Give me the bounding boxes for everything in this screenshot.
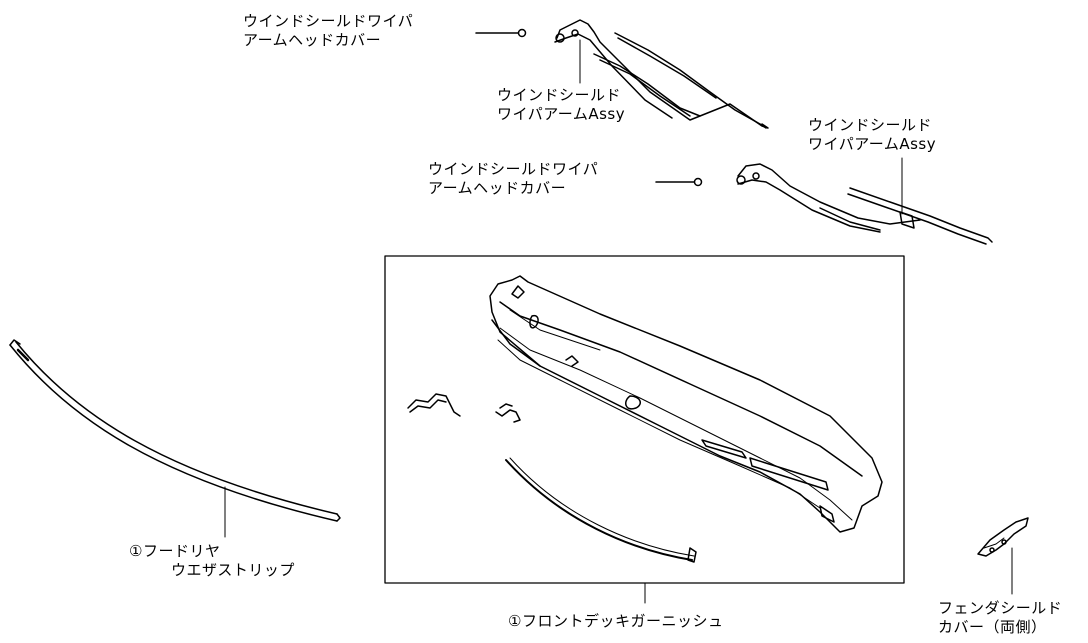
hood-rear-weatherstrip-part (9, 339, 341, 522)
label-hood-rear-strip: ①フードリヤ ウエザストリップ (129, 542, 295, 579)
label-wiper-arm-upper: ウインドシールド ワイパアームAssy (497, 86, 626, 123)
fender-shield-cover-part (977, 517, 1029, 557)
label-fender-shield-cover: フェンダシールド カバー（両側） (938, 599, 1063, 636)
label-wiper-cover-upper: ウインドシールドワイパ アームヘッドカバー (243, 12, 414, 49)
front-deck-garnish-part (489, 275, 883, 533)
front-deck-garnish-frame (384, 255, 905, 584)
wiper-cover-lower-part (655, 177, 703, 187)
label-wiper-arm-right: ウインドシールド ワイパアームAssy (808, 116, 937, 153)
label-wiper-cover-lower: ウインドシールドワイパ アームヘッドカバー (428, 160, 599, 197)
bracket-parts (407, 393, 521, 423)
wiper-cover-upper-part (475, 28, 527, 38)
wiper-arm-right-part (736, 163, 993, 245)
label-front-deck-garnish: ①フロントデッキガーニッシュ (508, 612, 724, 630)
front-deck-seal-strip (505, 457, 697, 563)
wiper-arm-upper-part (554, 19, 769, 129)
